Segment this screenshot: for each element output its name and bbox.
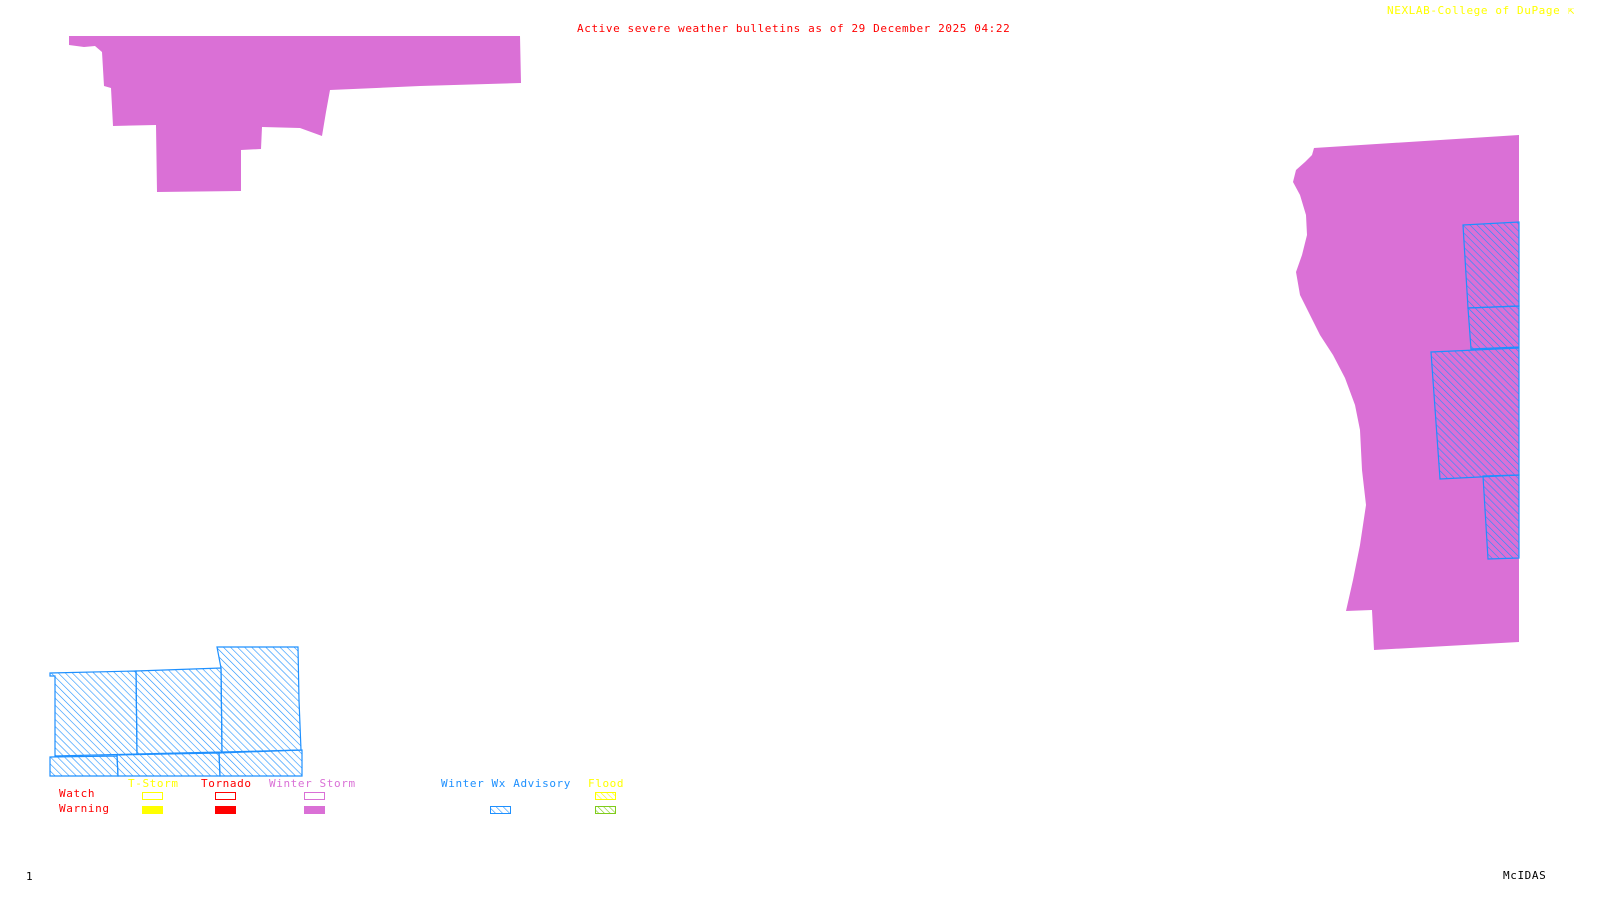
winter-storm-warning-area-northwest[interactable]	[69, 36, 521, 192]
software-label: McIDAS	[1503, 869, 1547, 882]
advisory-zone[interactable]	[218, 749, 303, 777]
advisory-zone[interactable]	[49, 755, 119, 777]
winter-wx-advisory-areas-southwest	[49, 646, 303, 777]
winter-wx-advisory-areas-east	[1430, 221, 1520, 560]
legend-label-tstorm: T-Storm	[128, 777, 179, 790]
advisory-zone[interactable]	[1467, 305, 1520, 350]
advisory-zone[interactable]	[135, 667, 223, 755]
legend-flood-warning-swatch	[595, 806, 616, 814]
advisory-zone[interactable]	[1430, 347, 1520, 480]
legend-winter-storm-warning-swatch	[304, 806, 325, 814]
advisory-zone[interactable]	[49, 670, 138, 757]
legend-row-label-watch: Watch	[59, 787, 96, 800]
legend-label-winter-storm: Winter Storm	[269, 777, 356, 790]
advisory-zone[interactable]	[1482, 474, 1520, 560]
legend-tstorm-warning-swatch	[142, 806, 163, 814]
legend-tornado-watch-swatch	[215, 792, 236, 800]
legend-label-flood: Flood	[588, 777, 625, 790]
legend-flood-watch-swatch	[595, 792, 616, 800]
legend-tstorm-watch-swatch	[142, 792, 163, 800]
legend-winter-storm-watch-swatch	[304, 792, 325, 800]
resize-arrow-icon[interactable]: ⇱	[1567, 4, 1575, 17]
advisory-zone[interactable]	[216, 646, 302, 753]
advisory-zone[interactable]	[1462, 221, 1520, 309]
credit-label: NEXLAB-College of DuPage ⇱	[1387, 5, 1575, 17]
legend-label-tornado: Tornado	[201, 777, 252, 790]
credit-text: NEXLAB-College of DuPage	[1387, 4, 1561, 17]
legend-winter-wx-advisory-swatch	[490, 806, 511, 814]
page-title: Active severe weather bulletins as of 29…	[577, 22, 1011, 35]
advisory-zone[interactable]	[116, 752, 221, 777]
legend-tornado-warning-swatch	[215, 806, 236, 814]
legend-label-winter-wx-advisory: Winter Wx Advisory	[441, 777, 572, 790]
winter-storm-warning-area-east[interactable]	[1293, 135, 1519, 650]
legend-swatches	[142, 792, 616, 814]
frame-number: 1	[26, 870, 34, 883]
legend-row-label-warning: Warning	[59, 802, 110, 815]
